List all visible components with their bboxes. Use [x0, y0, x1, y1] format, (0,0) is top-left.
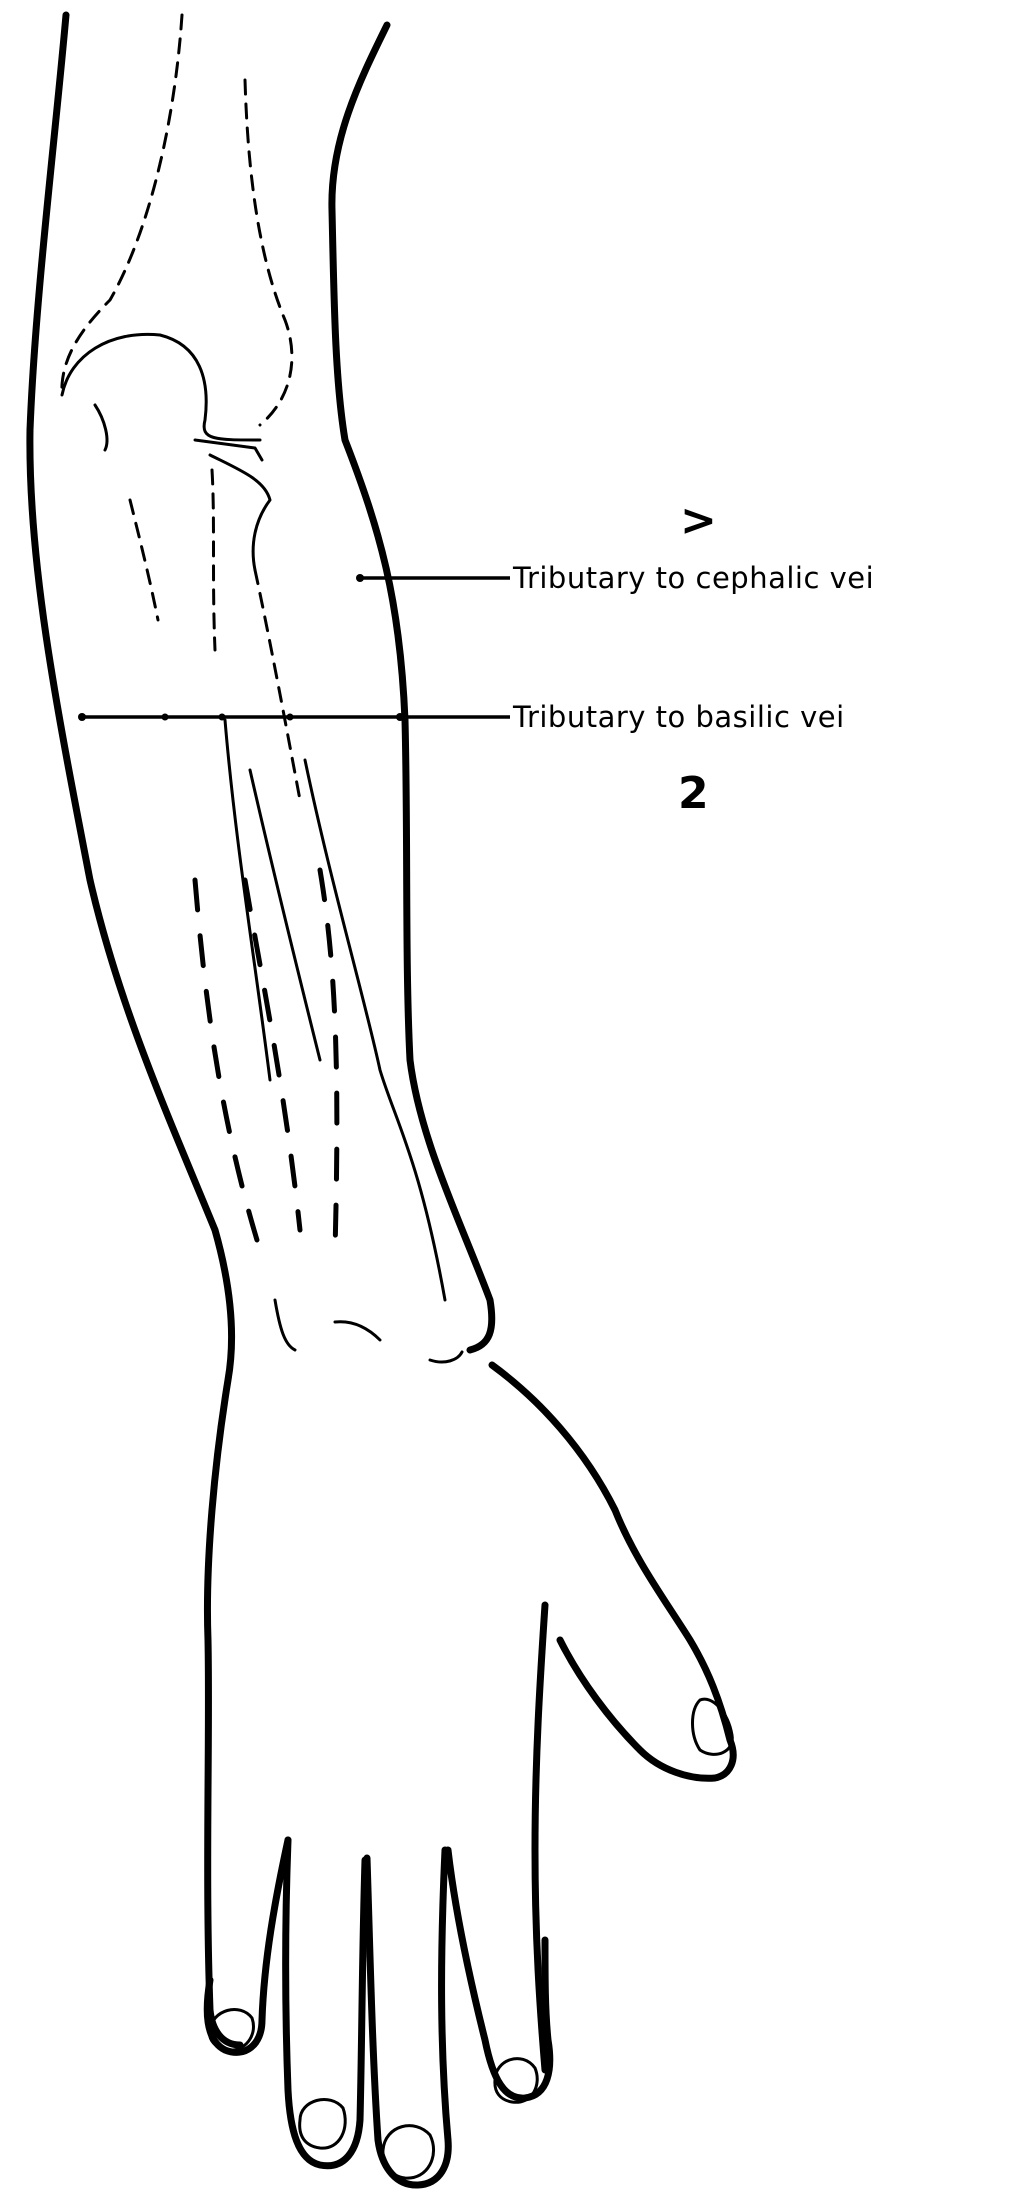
- wrist-mark-1: [275, 1300, 295, 1350]
- vein-upper-left: [130, 500, 158, 620]
- finger-1: [207, 1840, 288, 2052]
- leader-basilic-dot-3: [219, 714, 226, 721]
- leader-basilic-dot-2: [162, 714, 169, 721]
- wrist-mark-3: [430, 1352, 462, 1362]
- finger-3: [367, 1850, 448, 2185]
- number-lower: 2: [678, 768, 709, 819]
- hand-outline-right: [492, 1365, 733, 1778]
- elbow-condyle: [62, 334, 260, 440]
- arm-outline-right: [332, 25, 492, 1350]
- olecranon: [195, 440, 270, 570]
- finger-2-nail: [300, 2099, 346, 2148]
- leader-basilic-dot-1: [78, 713, 86, 721]
- humerus-line-right: [245, 80, 292, 425]
- leader-cephalic-dot: [356, 574, 364, 582]
- vein-forearm-3: [320, 870, 337, 1250]
- label-cephalic: Tributary to cephalic vei: [512, 561, 874, 595]
- leader-basilic-dot-4: [287, 714, 294, 721]
- radius-line: [212, 470, 215, 650]
- number-upper: >: [680, 495, 717, 546]
- arm-outline-left: [30, 15, 240, 2045]
- wrist-mark-2: [335, 1322, 380, 1340]
- elbow-notch: [95, 405, 107, 450]
- label-basilic: Tributary to basilic vei: [512, 700, 845, 734]
- finger-3-nail: [383, 2126, 434, 2178]
- finger-2: [286, 1840, 365, 2166]
- vein-forearm-2: [245, 880, 300, 1230]
- leader-basilic-dot-5: [396, 713, 404, 721]
- ulna-line: [255, 570, 300, 800]
- vein-forearm-4: [305, 760, 445, 1300]
